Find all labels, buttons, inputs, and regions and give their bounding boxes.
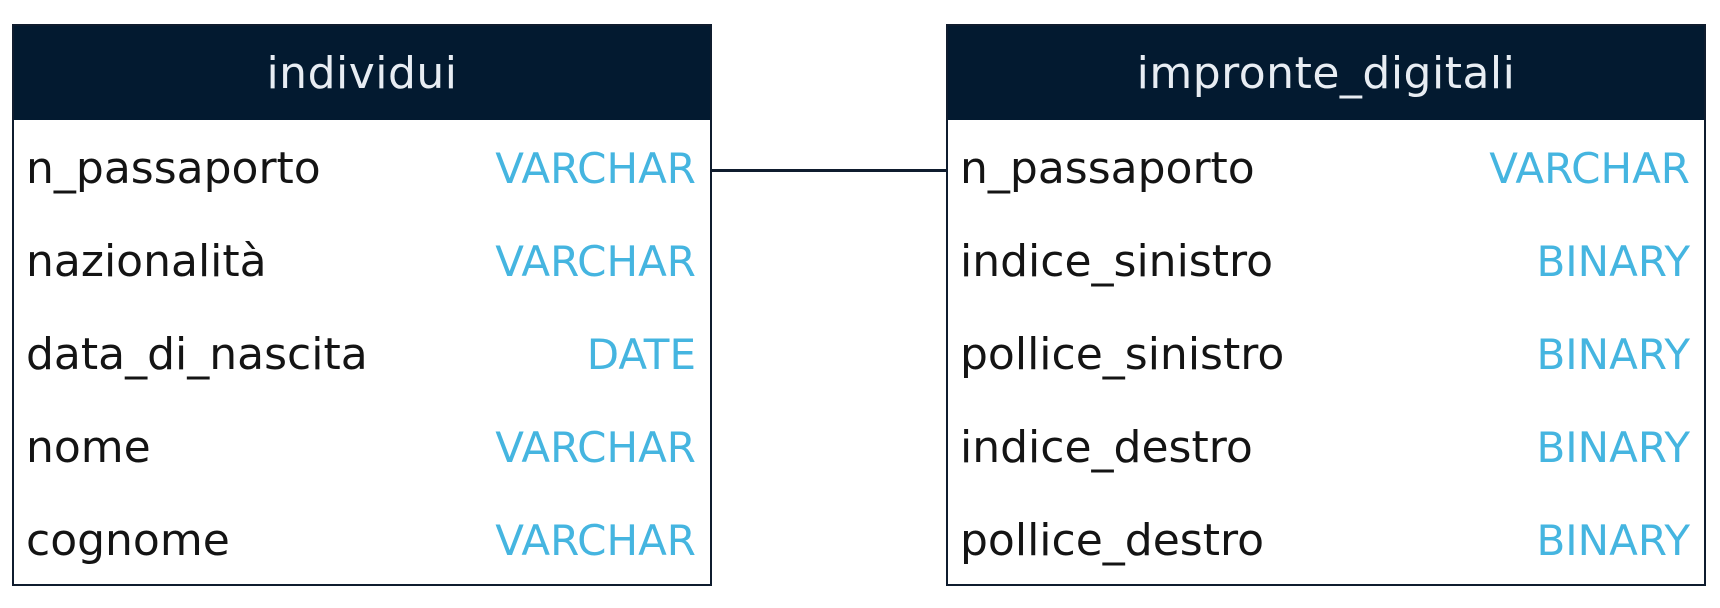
table-row: indice_sinistro BINARY xyxy=(948,215,1704,308)
table-body: n_passaporto VARCHAR indice_sinistro BIN… xyxy=(948,120,1704,587)
table-row: cognome VARCHAR xyxy=(14,494,710,587)
table-impronte-digitali: impronte_digitali n_passaporto VARCHAR i… xyxy=(946,24,1706,586)
table-row: nazionalità VARCHAR xyxy=(14,215,710,308)
field-name: data_di_nascita xyxy=(26,329,368,380)
field-type: BINARY xyxy=(1536,423,1690,472)
field-name: pollice_destro xyxy=(960,515,1265,566)
field-name: pollice_sinistro xyxy=(960,329,1285,380)
field-type: VARCHAR xyxy=(1489,144,1690,193)
field-type: BINARY xyxy=(1536,237,1690,286)
field-name: indice_sinistro xyxy=(960,236,1274,287)
field-type: BINARY xyxy=(1536,516,1690,565)
field-name: n_passaporto xyxy=(960,143,1255,194)
field-name: cognome xyxy=(26,515,230,566)
table-row: n_passaporto VARCHAR xyxy=(14,122,710,215)
table-row: data_di_nascita DATE xyxy=(14,308,710,401)
table-individui: individui n_passaporto VARCHAR nazionali… xyxy=(12,24,712,586)
field-type: DATE xyxy=(586,330,696,379)
table-row: pollice_sinistro BINARY xyxy=(948,308,1704,401)
field-name: indice_destro xyxy=(960,422,1253,473)
field-name: nazionalità xyxy=(26,236,267,287)
table-row: indice_destro BINARY xyxy=(948,401,1704,494)
table-header: impronte_digitali xyxy=(948,26,1704,120)
relationship-connector xyxy=(712,169,946,172)
table-body: n_passaporto VARCHAR nazionalità VARCHAR… xyxy=(14,120,710,587)
table-header: individui xyxy=(14,26,710,120)
field-type: VARCHAR xyxy=(495,237,696,286)
field-type: VARCHAR xyxy=(495,423,696,472)
field-type: VARCHAR xyxy=(495,144,696,193)
table-row: nome VARCHAR xyxy=(14,401,710,494)
field-name: nome xyxy=(26,422,151,473)
field-type: BINARY xyxy=(1536,330,1690,379)
field-type: VARCHAR xyxy=(495,516,696,565)
table-row: n_passaporto VARCHAR xyxy=(948,122,1704,215)
table-row: pollice_destro BINARY xyxy=(948,494,1704,587)
field-name: n_passaporto xyxy=(26,143,321,194)
